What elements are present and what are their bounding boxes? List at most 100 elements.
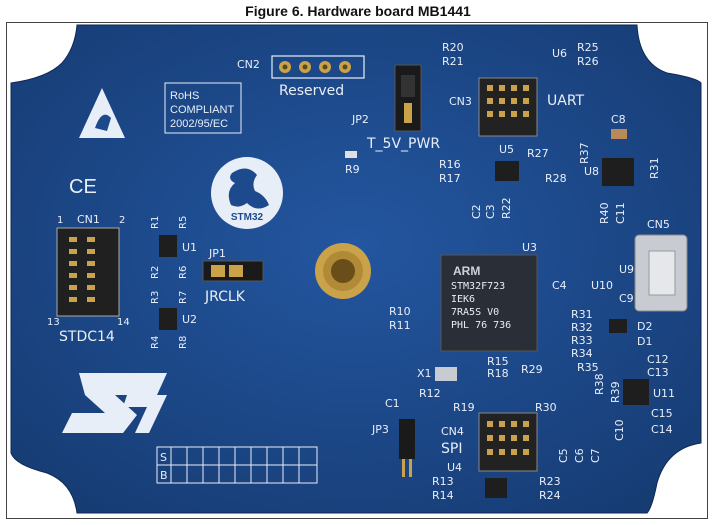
r38-label: R38 xyxy=(593,373,606,395)
c9-label: C9 xyxy=(619,292,634,305)
r15-label: R15 xyxy=(487,355,509,368)
r4-label: R4 xyxy=(150,336,161,349)
r23-label: R23 xyxy=(539,475,561,488)
c8-label: C8 xyxy=(611,113,626,126)
cn4-pins xyxy=(487,421,529,455)
spi-label: SPI xyxy=(441,441,462,457)
figure-caption: Figure 6. Hardware board MB1441 xyxy=(245,3,471,19)
r27-label: R27 xyxy=(527,147,549,160)
rohs-text-1: RoHS xyxy=(170,90,199,102)
r2-label: R2 xyxy=(150,266,161,279)
u5-chip xyxy=(495,161,519,181)
r31-label: R31 xyxy=(648,157,661,179)
rohs-text-3: 2002/95/EC xyxy=(170,118,228,130)
d2-diode xyxy=(609,319,627,333)
r39-label: R39 xyxy=(609,381,622,403)
r29-label: R29 xyxy=(521,363,543,376)
r40-label: R40 xyxy=(598,202,611,224)
cn5-label: CN5 xyxy=(647,218,670,231)
r31b-label: R31 xyxy=(571,308,593,321)
cn3-label: CN3 xyxy=(449,95,472,108)
r33-label: R33 xyxy=(571,334,593,347)
u11-label: U11 xyxy=(653,387,675,400)
stm32-logo: STM32 xyxy=(211,157,283,229)
st-logo xyxy=(62,373,167,433)
cn2-pins xyxy=(279,61,351,73)
r30-label: R30 xyxy=(535,401,557,414)
ce-mark: CE xyxy=(69,176,97,198)
r12-label: R12 xyxy=(419,387,441,400)
r21-label: R21 xyxy=(442,55,464,68)
r18-label: R18 xyxy=(487,367,509,380)
u11-chip xyxy=(623,379,649,405)
b-label: B xyxy=(160,469,168,482)
d2-label: D2 xyxy=(637,320,652,333)
r14-label: R14 xyxy=(432,489,454,502)
r35-label: R35 xyxy=(577,361,599,374)
jp1-label: JP1 xyxy=(208,247,226,260)
cn4-label: CN4 xyxy=(441,425,464,438)
c1-label: C1 xyxy=(385,397,400,410)
u4-label: U4 xyxy=(447,461,462,474)
pcb-photo: CN2 Reserved RoHS COMPLIANT 2002/95/EC C… xyxy=(10,24,702,514)
r19-label: R19 xyxy=(453,401,475,414)
cn1-pin1: 1 xyxy=(57,215,63,226)
cn1-pin13: 13 xyxy=(47,317,60,328)
u2-label: U2 xyxy=(182,313,197,326)
c10-label: C10 xyxy=(613,419,626,441)
u6-label: U6 xyxy=(552,47,567,60)
jrclk-label: JRCLK xyxy=(204,289,246,305)
cn1-pins xyxy=(69,237,95,302)
r22-label: R22 xyxy=(500,197,513,219)
u8-chip xyxy=(602,158,634,186)
c4-label: C4 xyxy=(552,279,567,292)
r26-label: R26 xyxy=(577,55,599,68)
reserved-label: Reserved xyxy=(279,83,344,99)
cn1-pin2: 2 xyxy=(119,215,125,226)
c3-label: C3 xyxy=(484,204,497,219)
cn1-pin14: 14 xyxy=(117,317,130,328)
r28-label: R28 xyxy=(545,172,567,185)
jp2-label: JP2 xyxy=(351,113,369,126)
jp3-label: JP3 xyxy=(371,423,389,436)
u5-label: U5 xyxy=(499,143,514,156)
mounting-hole xyxy=(315,243,371,299)
u2-chip xyxy=(159,308,177,330)
u4-chip xyxy=(485,478,507,498)
c13-label: C13 xyxy=(647,366,669,379)
r25-label: R25 xyxy=(577,41,599,54)
cn1-label: CN1 xyxy=(77,213,100,226)
c15-label: C15 xyxy=(651,407,673,420)
serial-barcode-grid xyxy=(156,446,318,484)
c5-label: C5 xyxy=(557,448,570,463)
c14-label: C14 xyxy=(651,423,673,436)
r24-label: R24 xyxy=(539,489,561,502)
cn3-pins xyxy=(487,85,529,117)
u1-chip xyxy=(159,235,177,257)
uart-label: UART xyxy=(547,93,585,109)
stdc14-label: STDC14 xyxy=(59,329,115,345)
r16-label: R16 xyxy=(439,158,461,171)
esd-warning-icon xyxy=(79,88,125,138)
chip-part: STM32F723 xyxy=(451,281,505,292)
r20-label: R20 xyxy=(442,41,464,54)
chip-rev: IEK6 xyxy=(451,294,475,305)
jp3-header xyxy=(399,419,415,459)
rohs-text-2: COMPLIANT xyxy=(170,104,234,116)
r32-label: R32 xyxy=(571,321,593,334)
u10-label: U10 xyxy=(591,279,613,292)
r6-label: R6 xyxy=(178,266,189,279)
u3-label: U3 xyxy=(522,241,537,254)
r11-label: R11 xyxy=(389,319,411,332)
chip-arm: ARM xyxy=(453,264,480,278)
x1-crystal xyxy=(435,367,457,381)
rohs-box xyxy=(164,82,242,134)
c11-label: C11 xyxy=(614,202,627,224)
r9-label: R9 xyxy=(345,163,360,176)
r9-resistor xyxy=(345,151,357,158)
r17-label: R17 xyxy=(439,172,461,185)
chip-code: PHL 76 736 xyxy=(451,320,511,331)
r37-label: R37 xyxy=(578,142,591,164)
c8-capacitor xyxy=(611,129,627,139)
d1-label: D1 xyxy=(637,335,652,348)
